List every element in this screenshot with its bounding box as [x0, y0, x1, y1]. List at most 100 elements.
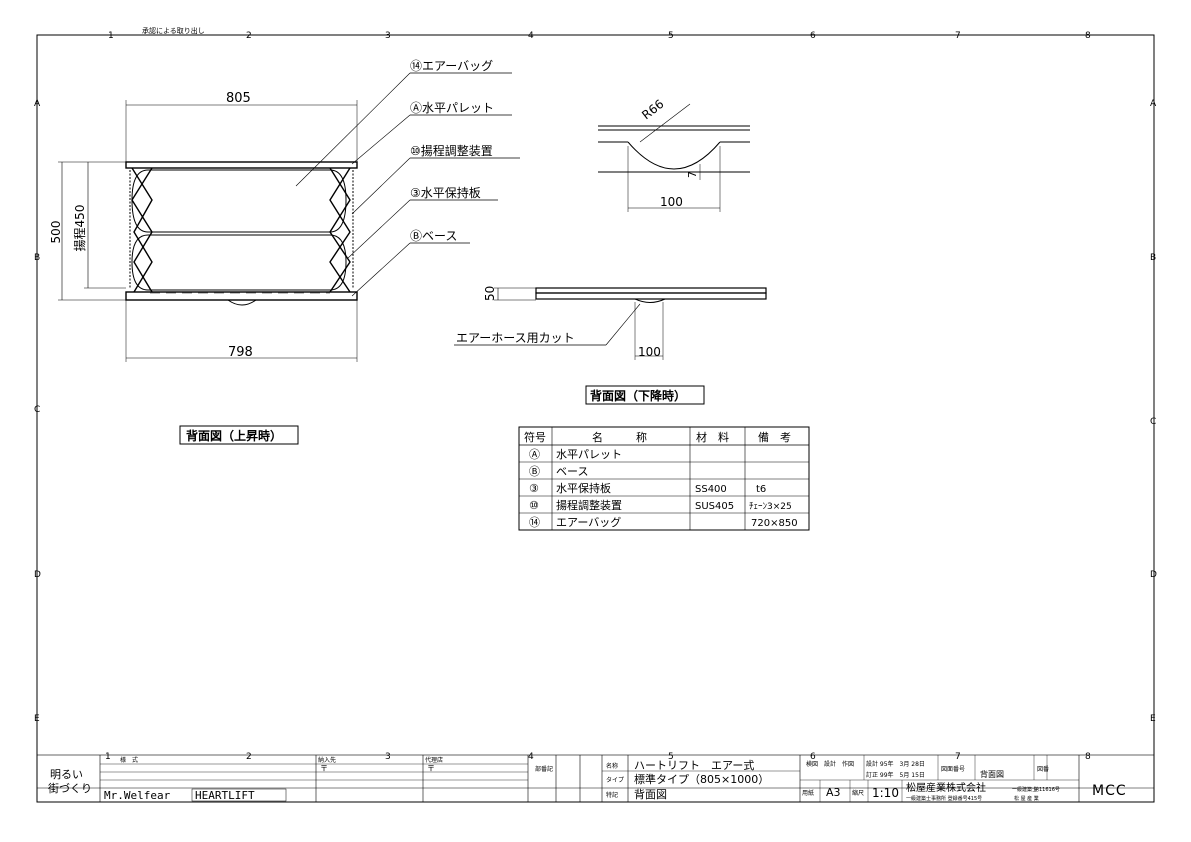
table-cell: ③ [529, 482, 539, 495]
product-name: ハートリフト エアー式 [634, 759, 754, 772]
col-number: 1 [108, 31, 114, 41]
col-number: 4 [528, 31, 534, 41]
row-letter: E [1150, 714, 1156, 724]
callout-lift-adjuster: ⑩揚程調整装置 [410, 143, 493, 158]
title-block: 明るい 街づくり Mr.Welfear HEARTLIFT 様 式 納入先 代理… [37, 755, 1154, 802]
base [125, 291, 358, 301]
top-note: 承認による取り出し [142, 26, 205, 35]
col-number: 6 [810, 752, 816, 762]
raised-back-view: 805 500 揚程450 798 背面図（上昇時） [49, 91, 358, 445]
company-logo: MCC [1092, 783, 1127, 799]
design-date: 設計 95年 3月 28日 [866, 760, 925, 768]
dim-lift-stroke: 揚程450 [72, 205, 87, 252]
air-bag-upper [131, 169, 347, 233]
table-cell: Ⓑ [529, 465, 540, 478]
detail-width: 100 [660, 195, 683, 209]
air-bag-lower [131, 234, 347, 291]
col-number: 5 [668, 31, 674, 41]
col-number: 7 [955, 752, 961, 762]
row-letter: C [34, 405, 40, 415]
callout-air-bag: ⑭エアーバッグ [410, 59, 493, 73]
dim-bottom-width: 798 [228, 345, 253, 360]
table-cell: Ⓐ [529, 448, 540, 461]
callout-horizontal-pallet: Ⓐ水平パレット [410, 101, 494, 115]
lowered-base [535, 292, 767, 300]
postal-mark: 〒 [427, 764, 435, 773]
agent-label: 代理店 [425, 756, 443, 764]
row-letter: A [1150, 99, 1157, 109]
callout-base: Ⓑベース [410, 229, 457, 243]
col-number: 4 [528, 752, 534, 762]
col-number: 6 [810, 31, 816, 41]
product-brand: HEARTLIFT [195, 789, 255, 802]
table-cell: ﾁｪｰﾝ3×25 [749, 501, 792, 512]
hose-cut-width: 100 [638, 345, 661, 359]
architect-label: 一級建築士 [1012, 786, 1037, 793]
table-cell: ベース [556, 465, 588, 478]
col-number: 2 [246, 31, 252, 41]
delivery-label: 納入先 [318, 756, 336, 764]
company-seal-text: 松 屋 産 業 [1014, 795, 1039, 802]
note-label: 特記 [606, 791, 618, 799]
drawing-number-label: 図面番号 [941, 766, 965, 773]
cutout-detail: R66 7 100 [598, 97, 750, 212]
table-cell: 揚程調整装置 [556, 498, 622, 512]
table-header: 材 料 [696, 430, 729, 444]
drawing-area-border [36, 34, 1155, 756]
table-cell: 水平保持板 [556, 481, 611, 495]
table-cell: 720×850 [751, 518, 798, 529]
row-letter: C [1150, 417, 1156, 427]
callout-holding-plate: ③水平保持板 [410, 185, 481, 200]
revise-date: 訂正 99年 5月 15日 [866, 771, 925, 779]
lowered-dim-height: 50 [483, 286, 497, 301]
scale-value: 1:10 [872, 786, 899, 800]
row-letter: D [34, 570, 41, 580]
company-name: 松屋産業株式会社 [906, 781, 986, 794]
dim-top-width: 805 [226, 91, 251, 106]
paper-size-value: A3 [826, 786, 841, 799]
table-header: 名 称 [592, 430, 647, 444]
slogan-line-1: 明るい [50, 768, 83, 781]
col-number: 3 [385, 752, 391, 762]
col-number: 2 [246, 752, 252, 762]
row-letters-right: A B C D E [1150, 99, 1157, 724]
row-letter: B [1150, 253, 1156, 263]
callouts: ⑭エアーバッグ Ⓐ水平パレット ⑩揚程調整装置 ③水平保持板 Ⓑベース [295, 59, 520, 297]
company-registration: 一級建築士事務所 登録番号415号 [906, 795, 982, 802]
architect-number: 第11616号 [1034, 786, 1060, 793]
col-number: 5 [668, 752, 674, 762]
drawing-name: 背面図 [980, 769, 1004, 779]
sheet-number-label: 図番 [1037, 766, 1049, 773]
hose-cut-label: エアーホース用カット [456, 331, 575, 345]
approval-labels: 検図 設計 作図 [806, 760, 854, 768]
row-letter: E [34, 714, 40, 724]
brand-name: Mr.Welfear [104, 789, 171, 802]
row-letter: B [34, 253, 40, 263]
table-cell: 水平パレット [556, 448, 622, 461]
table-header: 備 考 [758, 431, 791, 444]
row-letter: D [1150, 570, 1157, 580]
postal-mark: 〒 [320, 764, 328, 773]
lowered-back-view: 50 エアーホース用カット 100 背面図（下降時） [454, 286, 767, 405]
table-cell: ⑩ [529, 499, 539, 512]
lowered-view-caption: 背面図（下降時） [590, 388, 686, 403]
scale-label: 縮尺 [852, 789, 864, 797]
slogan-line-2: 街づくり [48, 781, 92, 795]
column-numbers-bottom: 1 2 3 4 5 6 7 8 [105, 752, 1091, 762]
paper-size-label: 用紙 [802, 789, 814, 797]
column-numbers-top: 1 2 3 4 5 6 7 8 [108, 31, 1091, 41]
product-note: 背面図 [634, 787, 667, 801]
lowered-pallet [535, 287, 767, 294]
table-header: 符号 [524, 431, 546, 444]
part-no-label: 部番記 [535, 765, 553, 773]
col-number: 3 [385, 31, 391, 41]
col-number: 8 [1085, 752, 1091, 762]
table-cell: t6 [756, 484, 766, 495]
table-cell: SUS405 [695, 501, 734, 512]
sheet-border [36, 34, 1155, 803]
detail-depth: 7 [686, 171, 699, 178]
row-letters-left: A B C D E [34, 99, 41, 724]
horizontal-pallet [125, 161, 358, 169]
type-label: タイプ [606, 776, 624, 784]
